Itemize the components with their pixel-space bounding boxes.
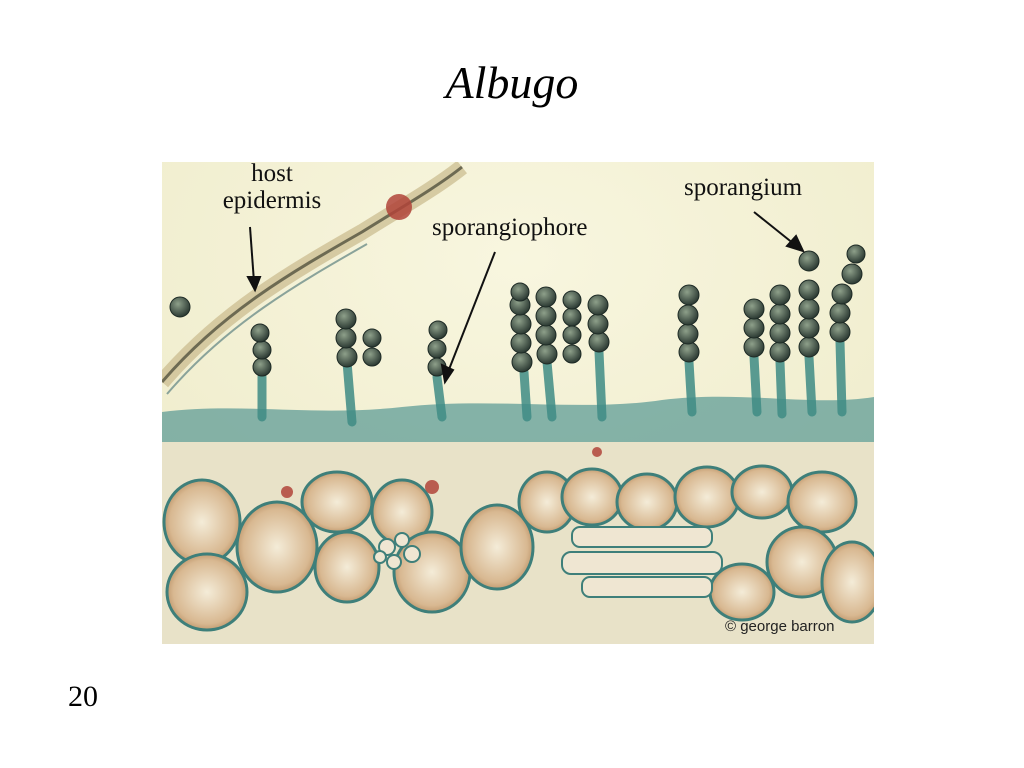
micrograph-image [162, 162, 874, 644]
label-host-epidermis: host epidermis [222, 162, 322, 214]
label-sporangiophore: sporangiophore [432, 214, 588, 241]
label-sporangium: sporangium [684, 174, 803, 201]
slide-title: Albugo [445, 57, 579, 108]
copyright-text: © george barron [725, 618, 835, 635]
micrograph-figure: host epidermis sporangiophore sporangium… [162, 162, 874, 644]
page-number: 20 [68, 680, 98, 713]
